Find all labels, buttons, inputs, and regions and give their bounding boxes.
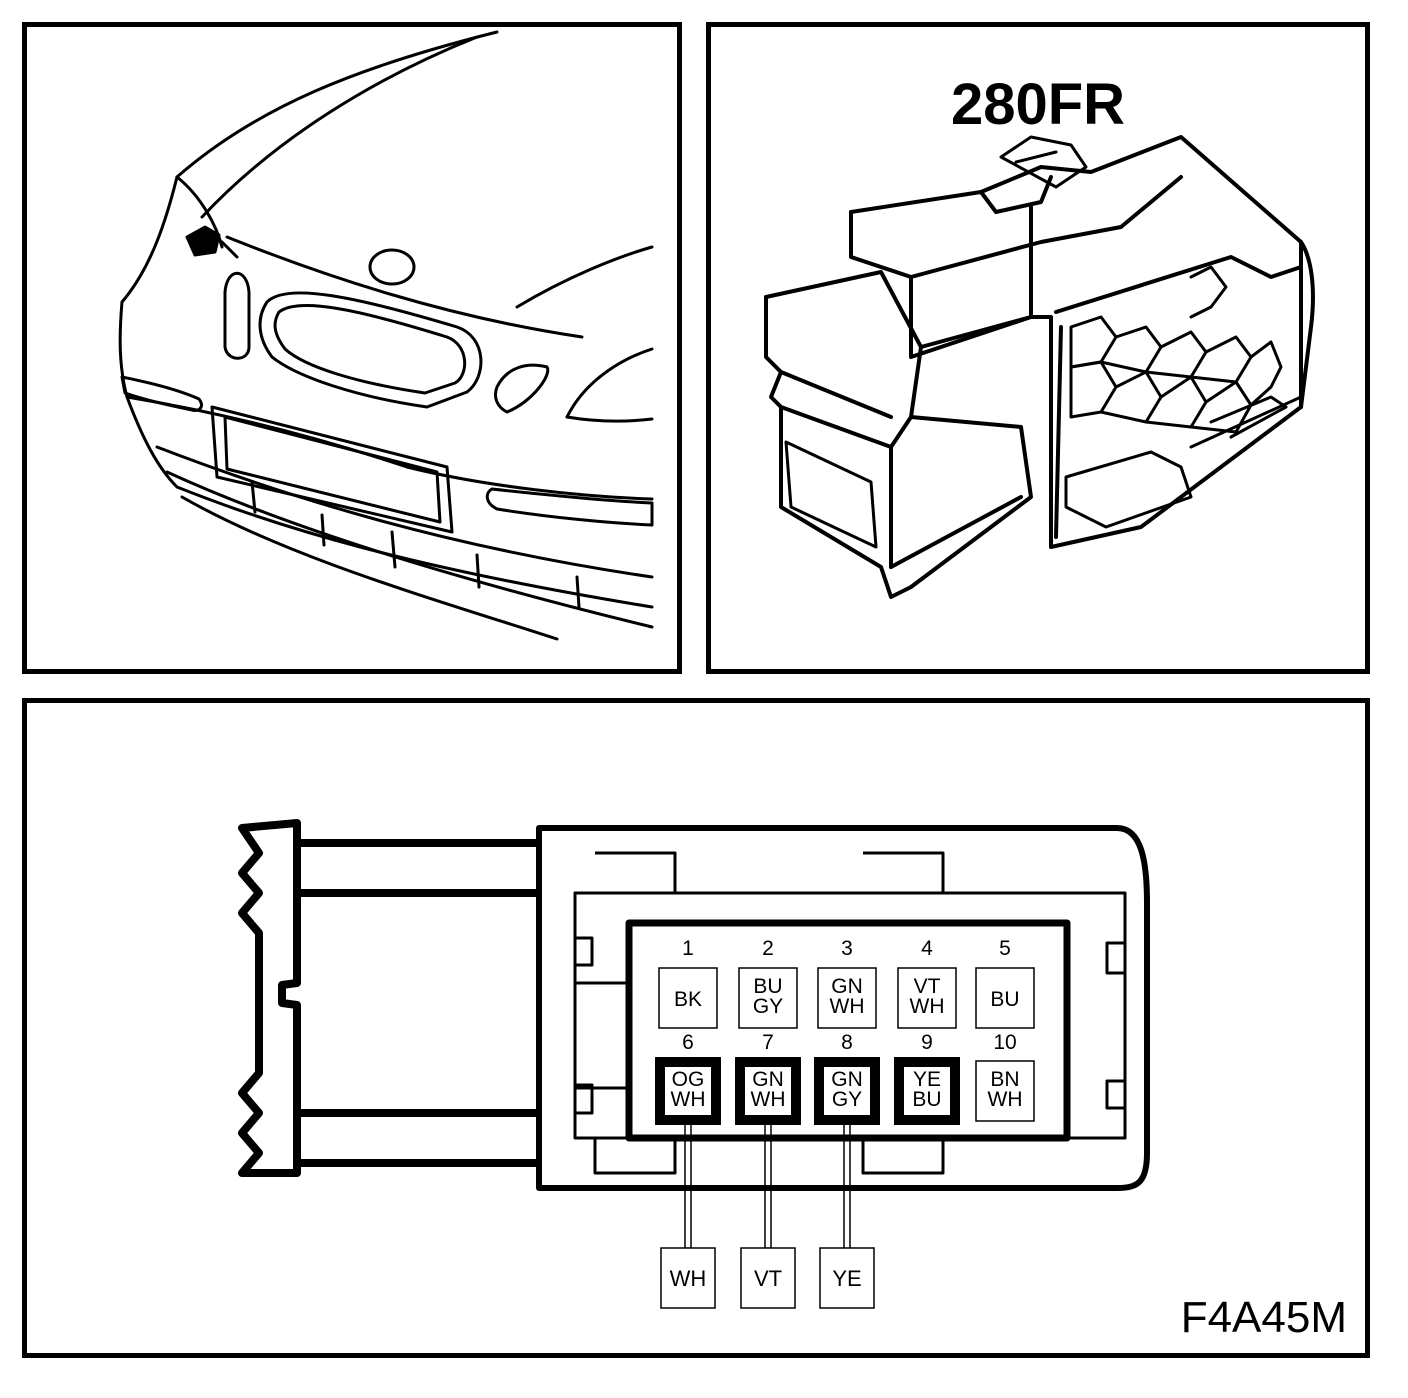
pin-color-code: OG — [672, 1068, 705, 1091]
wire-color-code: YE — [832, 1266, 861, 1291]
pin-color-code: BU — [990, 988, 1019, 1011]
pin-number: 9 — [921, 1031, 933, 1054]
pin-color-code: BU — [912, 1088, 941, 1111]
pin-box — [975, 967, 1035, 1029]
connector-3d-drawing — [764, 135, 1315, 599]
pin-box — [975, 1060, 1035, 1122]
pin-color-code: GY — [753, 995, 783, 1018]
pin-color-code: GY — [832, 1088, 862, 1111]
pin-box — [897, 967, 957, 1029]
pin-color-code: WH — [671, 1088, 706, 1111]
wire-pin-6: WH — [660, 1125, 716, 1309]
pin-number: 8 — [841, 1031, 853, 1054]
pin-color-code: BK — [674, 988, 702, 1011]
pin-number: 4 — [921, 937, 933, 960]
pin-box — [665, 1067, 711, 1115]
connector-face-diagram: 1BK2BUGY3GNWH4VTWH5BU6OGWH7GNWH8GNGY9YEB… — [238, 819, 1150, 1309]
pin-number: 3 — [841, 937, 853, 960]
pin-color-code: WH — [988, 1088, 1023, 1111]
pin-box — [738, 967, 798, 1029]
car-front-drawing — [118, 30, 654, 641]
pin-5: 5BU — [975, 937, 1035, 1029]
connector-id-title: 280FR — [950, 72, 1126, 137]
pin-color-code: GN — [831, 1068, 863, 1091]
car-location-panel — [22, 22, 682, 674]
pin-color-code: YE — [913, 1068, 941, 1091]
pin-color-code: GN — [752, 1068, 784, 1091]
wire-pin-8: YE — [819, 1125, 875, 1309]
pin-number: 5 — [999, 937, 1011, 960]
wire-color-code: VT — [754, 1266, 782, 1291]
pin-box — [658, 967, 718, 1029]
wire-color-code: WH — [670, 1266, 707, 1291]
pin-color-code: WH — [910, 995, 945, 1018]
wire-color-box — [660, 1247, 716, 1309]
pin-color-code: BU — [753, 975, 782, 998]
pin-number: 10 — [993, 1031, 1016, 1054]
pin-number: 7 — [762, 1031, 774, 1054]
pin-box — [824, 1067, 870, 1115]
pin-1: 1BK — [658, 937, 718, 1029]
pin-box — [904, 1067, 950, 1115]
connector-view-panel: 280FR — [706, 22, 1370, 674]
pin-color-code: WH — [830, 995, 865, 1018]
pin-number: 2 — [762, 937, 774, 960]
pin-number: 6 — [682, 1031, 694, 1054]
pin-color-code: GN — [831, 975, 863, 998]
pin-number: 1 — [682, 937, 694, 960]
pin-box — [745, 1067, 791, 1115]
figure-code: F4A45M — [1180, 1293, 1347, 1342]
pin-color-code: VT — [914, 975, 941, 998]
pin-box — [817, 967, 877, 1029]
wire-color-box — [819, 1247, 875, 1309]
wire-pin-7: VT — [740, 1125, 796, 1309]
pin-color-code: BN — [990, 1068, 1019, 1091]
pin-color-code: WH — [751, 1088, 786, 1111]
wire-color-box — [740, 1247, 796, 1309]
